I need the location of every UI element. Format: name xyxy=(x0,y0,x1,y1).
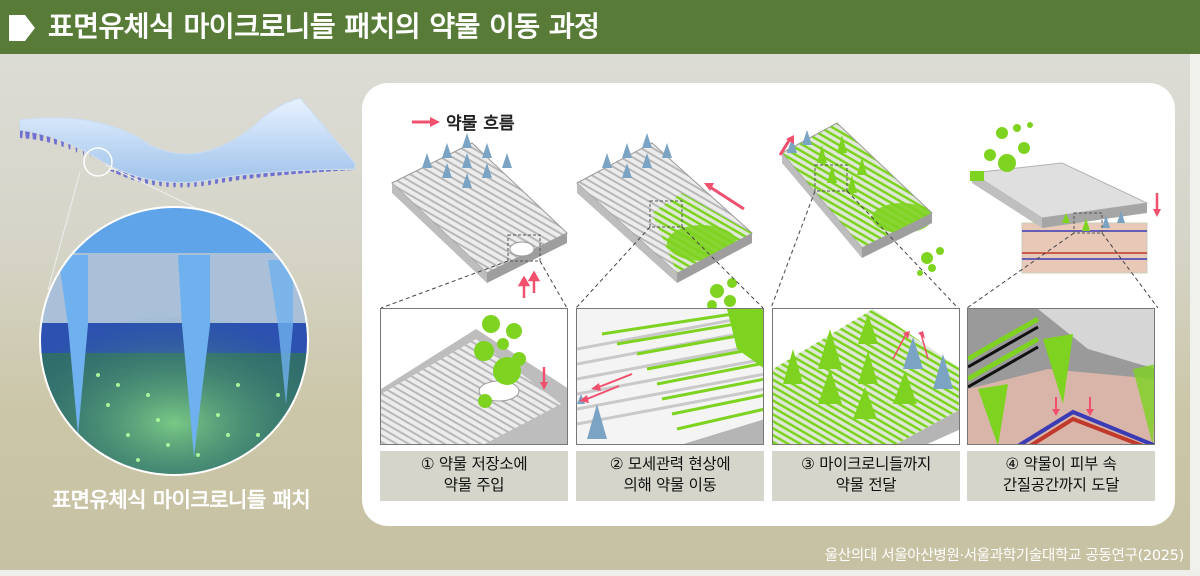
bottom-strip xyxy=(0,570,1200,576)
step-4-line2: 간질공간까지 도달 xyxy=(1002,476,1120,494)
step-1-line1: ① 약물 저장소에 xyxy=(420,455,528,473)
step-2-line2: 의해 약물 이동 xyxy=(623,476,717,494)
step-label-3: ③ 마이크로니들까지 약물 전달 xyxy=(772,451,960,501)
process-diagrams xyxy=(380,122,1161,318)
step2-device xyxy=(576,133,753,318)
step-label-1: ① 약물 저장소에 약물 주입 xyxy=(380,451,568,501)
page-title: 표면유체식 마이크로니들 패치의 약물 이동 과정 xyxy=(48,10,600,43)
legend-label: 약물 흐름 xyxy=(446,114,515,134)
red-arrow-icon xyxy=(412,116,440,127)
inset-step3-needles xyxy=(772,308,960,445)
process-panel: 약물 흐름 xyxy=(362,83,1175,526)
step-3-line2: 약물 전달 xyxy=(835,476,897,494)
legend: 약물 흐름 xyxy=(412,109,514,134)
inset-step1-reservoir xyxy=(380,308,568,445)
step-4-line1: ④ 약물이 피부 속 xyxy=(1005,455,1117,473)
step-label-4: ④ 약물이 피부 속 간질공간까지 도달 xyxy=(967,451,1155,501)
step-3-line1: ③ 마이크로니들까지 xyxy=(801,455,931,473)
patch-caption: 표면유체식 마이크로니들 패치 xyxy=(51,488,311,512)
inset-step4-skin xyxy=(967,308,1155,445)
step1-device xyxy=(391,133,568,298)
step3-device xyxy=(778,122,944,276)
step-2-line1: ② 모세관력 현상에 xyxy=(609,455,731,473)
play-arrow-icon xyxy=(9,15,35,41)
header-bar: 표면유체식 마이크로니들 패치의 약물 이동 과정 xyxy=(0,0,1200,54)
step4-device xyxy=(970,122,1161,274)
edge-strip xyxy=(1190,54,1200,576)
magnified-lens-icon xyxy=(39,206,309,476)
inset-step2-capillary xyxy=(576,308,764,445)
microneedle-patch-icon xyxy=(19,97,356,188)
research-credit: 울산의대 서울아산병원·서울과학기술대학교 공동연구(2025) xyxy=(824,548,1185,564)
step-label-2: ② 모세관력 현상에 의해 약물 이동 xyxy=(576,451,764,501)
step-1-line2: 약물 주입 xyxy=(443,476,505,494)
